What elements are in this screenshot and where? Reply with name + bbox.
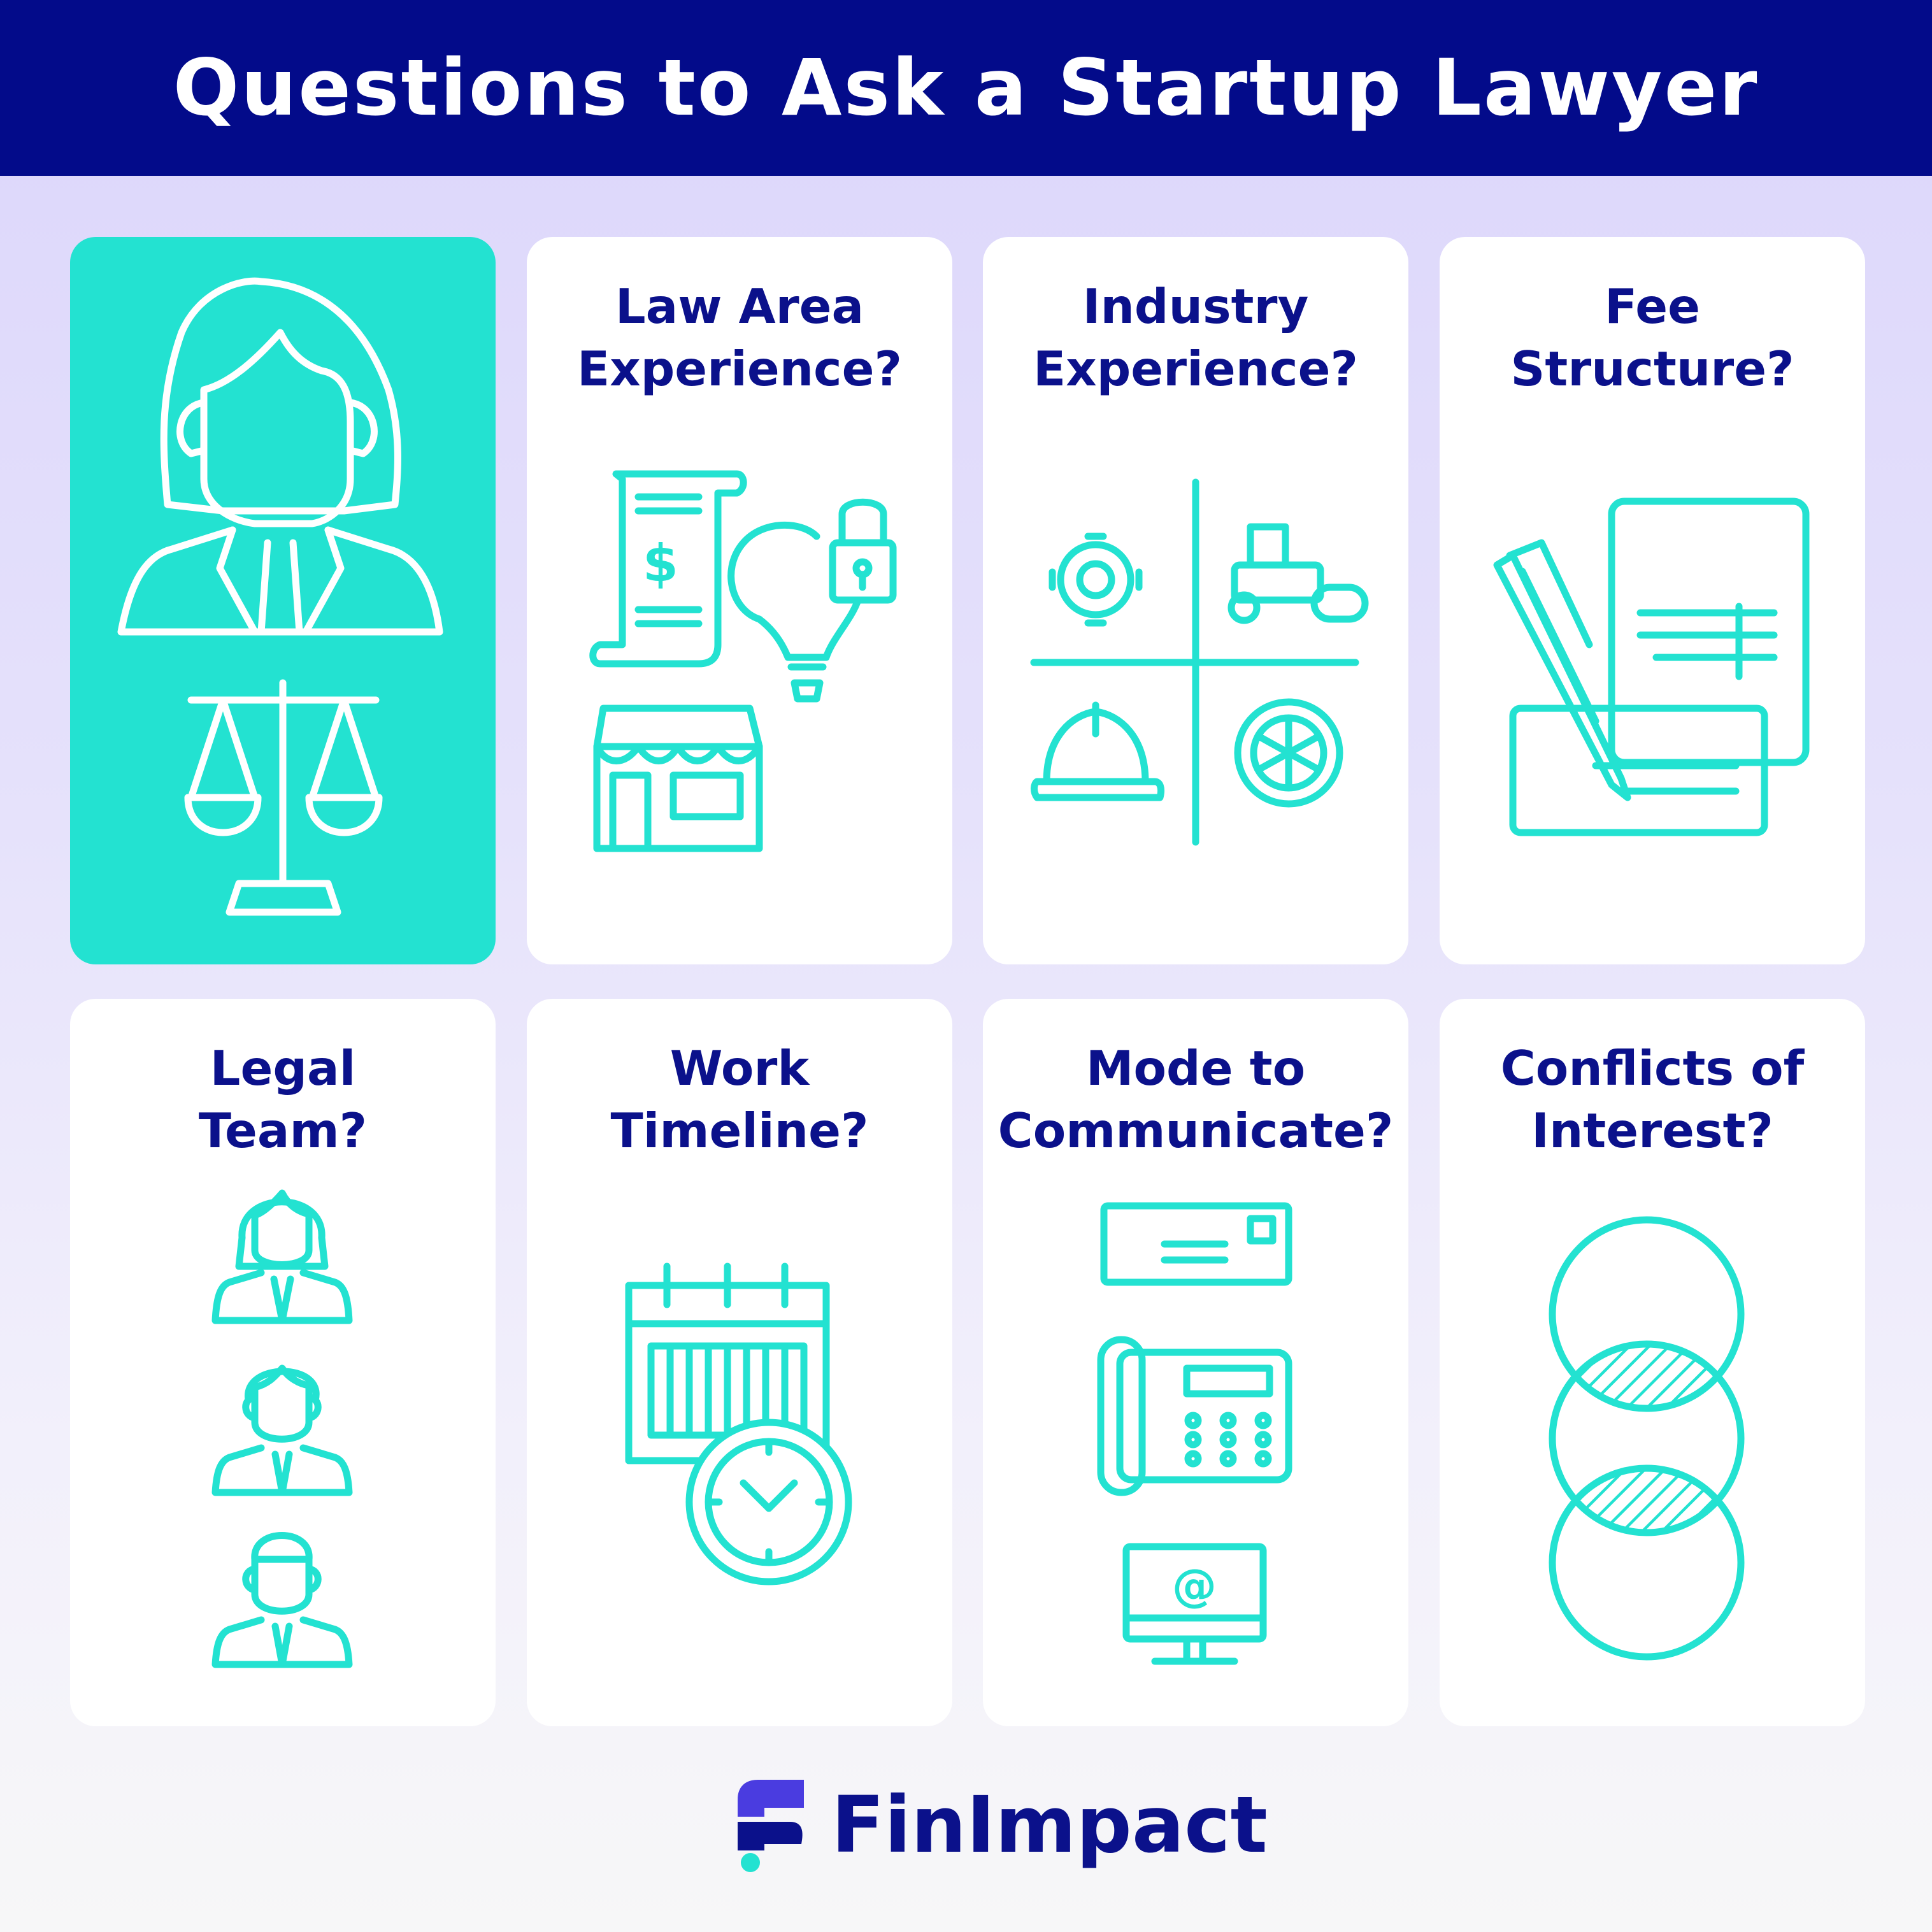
communicate-illustration: @ bbox=[1097, 1202, 1292, 1665]
law-area-illustration: $ bbox=[589, 470, 897, 852]
card-title: Mode to Communicate? bbox=[998, 1040, 1394, 1159]
card-title: Conflicts of Interest? bbox=[1500, 1040, 1805, 1159]
man-person-icon bbox=[211, 1532, 353, 1668]
header-banner: Questions to Ask a Startup Lawyer bbox=[0, 0, 1932, 176]
card-law-area-experience: Law Area Experience? $ bbox=[527, 237, 952, 964]
lightbulb-lock-icon bbox=[727, 498, 897, 703]
card-title: Fee Structure? bbox=[1510, 278, 1794, 397]
clock-icon bbox=[685, 1419, 852, 1585]
logo-wordmark: FinImpact bbox=[831, 1780, 1268, 1870]
woman-person-icon bbox=[211, 1364, 353, 1496]
computer-email-icon: @ bbox=[1122, 1543, 1267, 1665]
citrus-slice-icon bbox=[1234, 698, 1343, 808]
lawyer-illustration bbox=[117, 277, 443, 916]
desk-phone-icon bbox=[1097, 1336, 1292, 1496]
card-title: Legal Team? bbox=[198, 1040, 368, 1159]
card-mode-to-communicate: Mode to Communicate? @ bbox=[983, 999, 1408, 1726]
lawyer-icon bbox=[117, 277, 443, 636]
overlapping-circles-icon bbox=[1549, 1216, 1745, 1661]
card-work-timeline: Work Timeline? bbox=[527, 999, 952, 1726]
conflicts-illustration bbox=[1549, 1216, 1745, 1661]
dollar-sign: $ bbox=[643, 534, 678, 593]
timeline-illustration bbox=[625, 1263, 852, 1585]
envelope-icon bbox=[1100, 1202, 1292, 1286]
storefront-icon bbox=[593, 705, 763, 852]
check-icon bbox=[1509, 705, 1768, 836]
at-sign: @ bbox=[1172, 1559, 1217, 1612]
scales-of-justice-icon bbox=[184, 679, 383, 916]
hero-card bbox=[70, 237, 496, 964]
hard-hat-icon bbox=[1031, 701, 1165, 801]
card-conflicts-of-interest: Conflicts of Interest? bbox=[1440, 999, 1865, 1726]
fee-illustration bbox=[1493, 497, 1810, 836]
document-icon bbox=[1608, 497, 1810, 766]
pen-icon bbox=[1493, 539, 1631, 801]
woman-person-icon bbox=[211, 1189, 353, 1324]
card-fee-structure: Fee Structure? bbox=[1440, 237, 1865, 964]
finimpact-logo: FinImpact bbox=[733, 1777, 1268, 1873]
road-roller-icon bbox=[1227, 523, 1369, 624]
card-legal-team: Legal Team? bbox=[70, 999, 496, 1726]
card-title: Industry Experience? bbox=[1033, 278, 1358, 397]
receipt-icon: $ bbox=[589, 470, 747, 668]
card-title: Law Area Experience? bbox=[577, 278, 902, 397]
card-industry-experience: Industry Experience? bbox=[983, 237, 1408, 964]
legal-team-illustration bbox=[211, 1189, 353, 1668]
finimpact-logo-mark bbox=[738, 1780, 804, 1872]
industry-illustration bbox=[1030, 478, 1369, 846]
card-title: Work Timeline? bbox=[610, 1040, 869, 1159]
gear-icon bbox=[1048, 533, 1143, 627]
page-title: Questions to Ask a Startup Lawyer bbox=[173, 43, 1759, 133]
